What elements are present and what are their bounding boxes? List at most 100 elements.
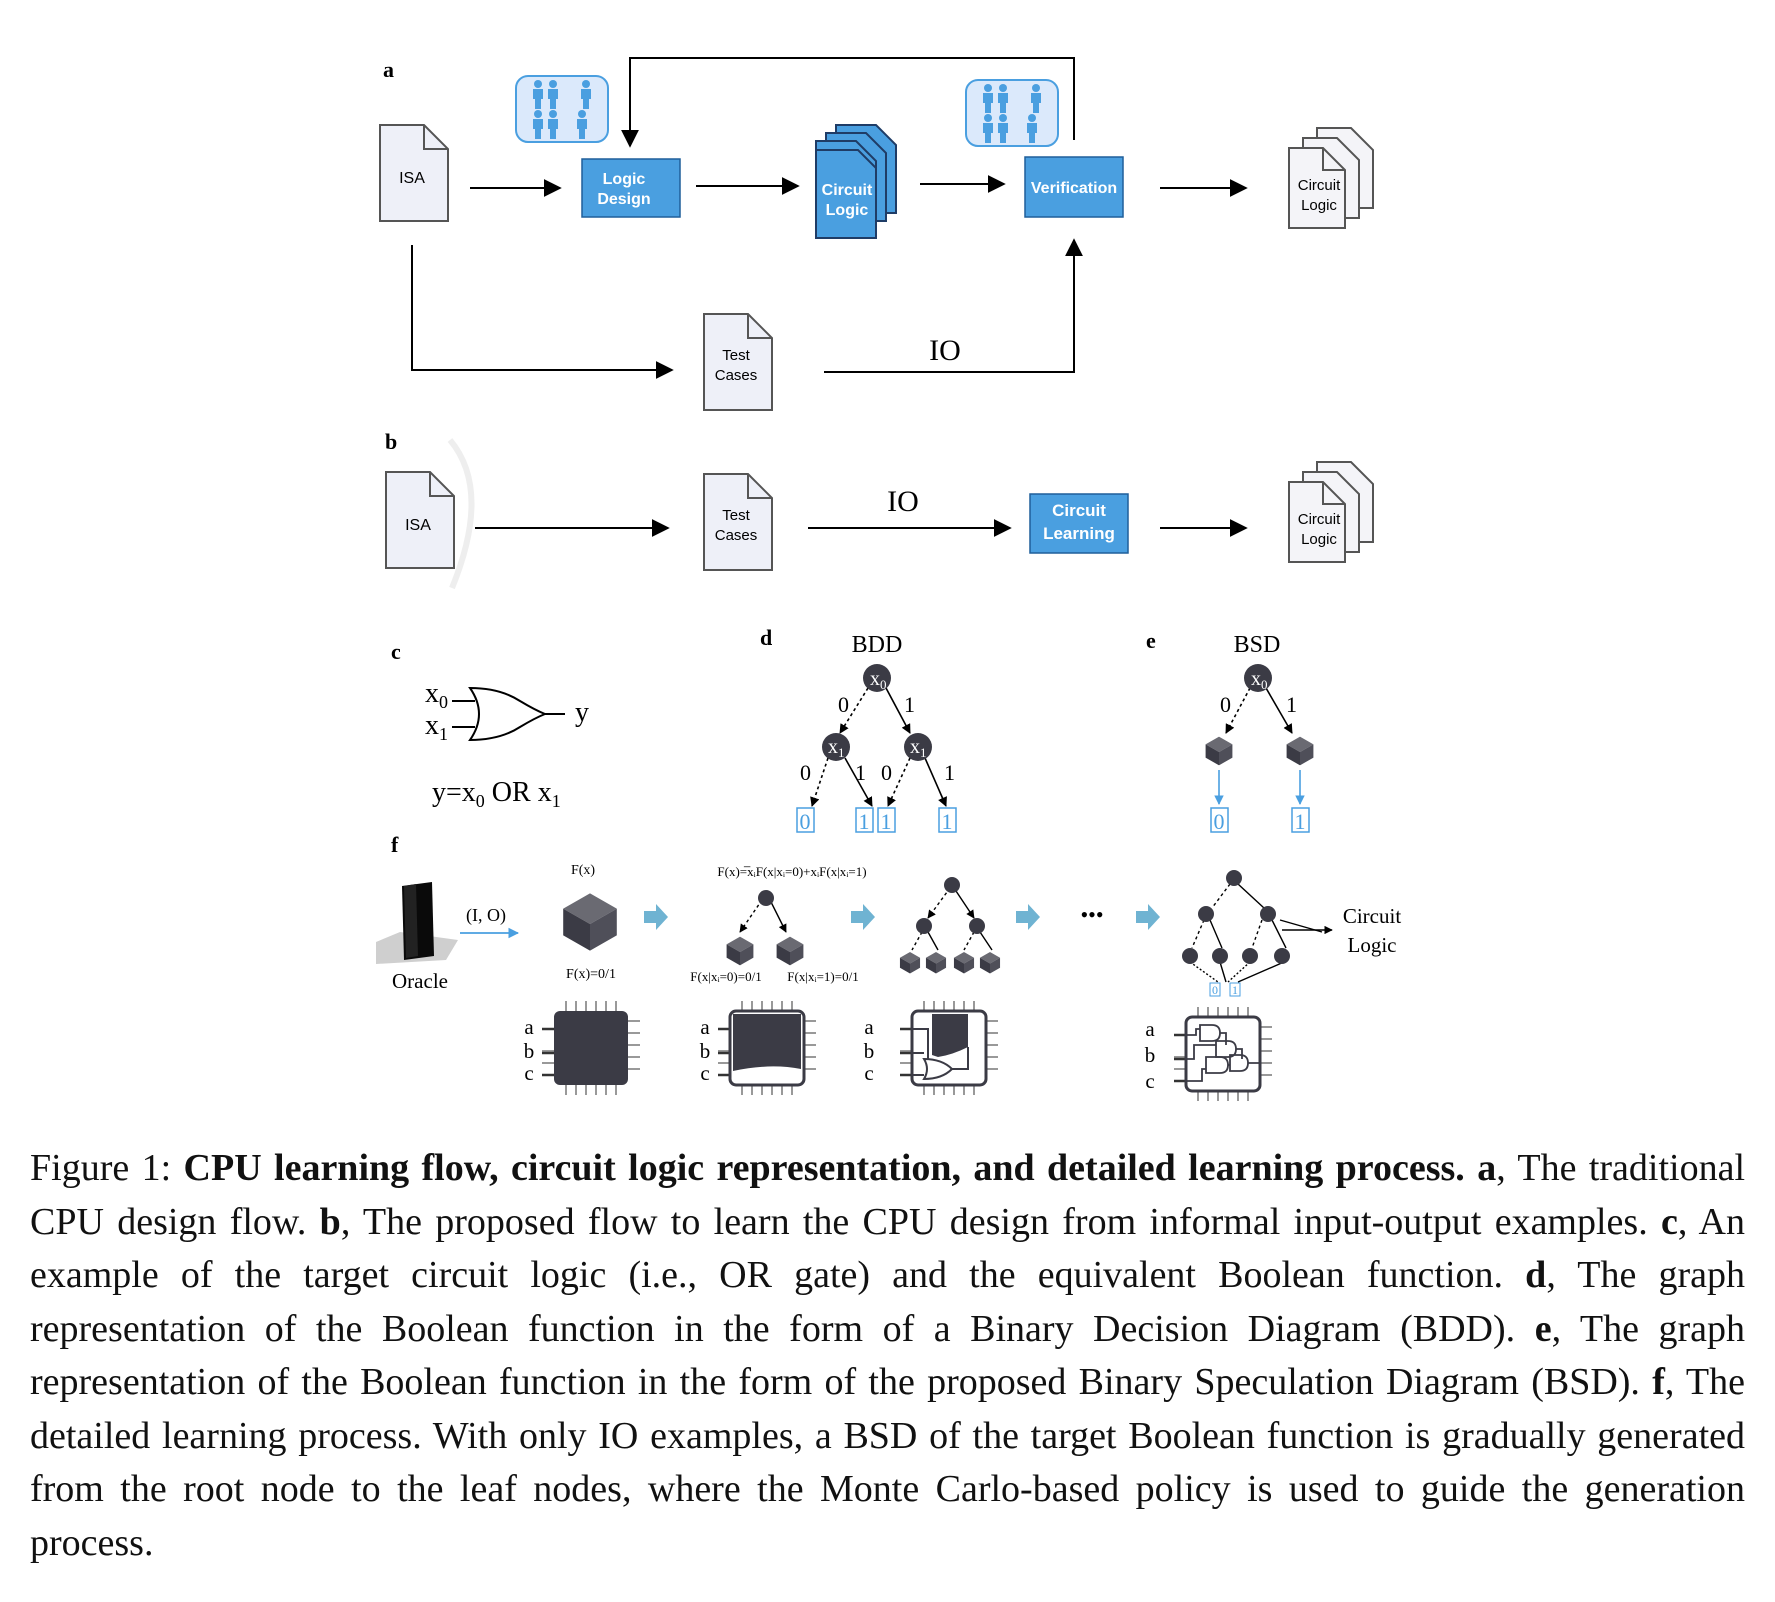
bdd-root-node: x0 — [863, 664, 891, 692]
progress-arrows — [644, 904, 1160, 930]
svg-text:0: 0 — [838, 692, 849, 717]
svg-text:0: 0 — [800, 809, 811, 834]
stage2-edges — [739, 899, 787, 933]
isa-doc-b: ISA — [385, 471, 455, 569]
panel-d-label: d — [760, 625, 772, 650]
bsd-edges — [1225, 687, 1293, 734]
panel-c: c x0 x1 y y=x0 OR x1 — [391, 639, 589, 811]
verification-box: Verification — [1024, 156, 1124, 218]
io-label-a: IO — [929, 334, 961, 367]
svg-text:1: 1 — [904, 692, 915, 717]
svg-text:0: 0 — [1212, 983, 1218, 997]
svg-text:0: 0 — [881, 760, 892, 785]
svg-text:a: a — [524, 1015, 534, 1039]
panel-a: a ISA Logic Design Circuit Logic Verific… — [379, 57, 1374, 411]
svg-text:Logic: Logic — [603, 171, 646, 188]
bsd-cube-left — [1204, 735, 1234, 767]
bdd-node-right: x1 — [904, 733, 932, 761]
svg-text:Cases: Cases — [715, 367, 758, 384]
bsd-leaves: 0 1 — [1210, 807, 1310, 834]
svg-text:F(x): F(x) — [571, 863, 595, 878]
panel-b: b ISA Test Cases IO Circuit Learning Cir… — [385, 429, 1374, 590]
chip-1 — [540, 999, 642, 1097]
bsd-edge-labels: 0 1 — [1220, 692, 1297, 717]
oracle-label: Oracle — [392, 969, 448, 993]
svg-text:0: 0 — [1214, 809, 1225, 834]
svg-text:F(x|xᵢ=0)=0/1: F(x|xᵢ=0)=0/1 — [690, 969, 761, 984]
panel-a-label: a — [383, 57, 394, 82]
logic-design-box: Logic Design — [581, 158, 681, 218]
svg-text:Circuit: Circuit — [822, 182, 873, 199]
stage1-cube — [560, 890, 620, 954]
svg-text:x1: x1 — [828, 736, 845, 760]
panel-e-label: e — [1146, 628, 1156, 653]
svg-text:Logic: Logic — [826, 202, 869, 219]
panel-e: e BSD x0 0 1 0 1 — [1146, 628, 1315, 834]
bsd-leaf-arrows — [1214, 770, 1305, 805]
people-icon-verify — [966, 80, 1058, 146]
svg-text:c: c — [524, 1061, 533, 1085]
test-cases-doc-b: Test Cases — [703, 473, 773, 571]
svg-text:ISA: ISA — [405, 517, 431, 534]
panel-d: d BDD x0 x1 x1 0 1 0 1 0 1 — [760, 625, 957, 834]
circuit-learning-box: Circuit Learning — [1029, 493, 1129, 554]
bdd-node-left: x1 — [822, 733, 850, 761]
panel-c-label: c — [391, 639, 401, 664]
test-cases-doc-a: Test Cases — [703, 313, 773, 411]
svg-text:0: 0 — [800, 760, 811, 785]
svg-text:0: 0 — [1220, 692, 1231, 717]
oracle-icon — [376, 882, 458, 964]
svg-text:x0: x0 — [1251, 668, 1268, 692]
circuit-logic-output-f: Circuit — [1343, 904, 1401, 928]
ellipsis: ••• — [1080, 902, 1103, 927]
svg-text:x0: x0 — [870, 668, 887, 692]
bsd-root-node: x0 — [1244, 664, 1272, 692]
io-label-b: IO — [887, 485, 919, 518]
svg-text:b: b — [700, 1039, 711, 1063]
svg-text:Circuit: Circuit — [1052, 501, 1106, 520]
caption-title: CPU learning flow, circuit logic represe… — [183, 1147, 1465, 1189]
svg-text:ISA: ISA — [399, 170, 425, 187]
svg-text:(I, O): (I, O) — [466, 905, 506, 926]
svg-text:F(x|xᵢ=1)=0/1: F(x|xᵢ=1)=0/1 — [787, 969, 858, 984]
stage-final-tree: 0 1 — [1182, 870, 1333, 997]
svg-text:Circuit: Circuit — [1298, 177, 1341, 194]
svg-text:Test: Test — [722, 507, 750, 524]
bdd-edges — [810, 687, 947, 807]
chip-pin-labels: a b c a b c a b c a b c — [524, 1015, 1156, 1093]
svg-text:b: b — [864, 1039, 875, 1063]
svg-text:a: a — [1145, 1017, 1155, 1041]
svg-text:Logic: Logic — [1348, 933, 1397, 957]
svg-text:Logic: Logic — [1301, 531, 1337, 548]
svg-text:1: 1 — [859, 809, 870, 834]
circuit-logic-output-a: Circuit Logic — [1288, 127, 1374, 229]
svg-text:Learning: Learning — [1043, 524, 1115, 543]
svg-text:c: c — [864, 1061, 873, 1085]
svg-text:1: 1 — [1286, 692, 1297, 717]
panel-f: f Oracle (I, O) F(x) F(x)=0/1 F(x)=̅xᵢF(… — [376, 832, 1401, 1103]
isa-doc-a: ISA — [379, 124, 449, 222]
chip-4 — [1172, 1005, 1274, 1103]
stage2-node — [758, 890, 774, 906]
svg-text:Verification: Verification — [1031, 180, 1117, 197]
svg-text:F(x)=̅xᵢF(x|xᵢ=0)+xᵢF(x|xᵢ=1): F(x)=̅xᵢF(x|xᵢ=0)+xᵢF(x|xᵢ=1) — [717, 864, 866, 879]
stage3-tree — [899, 877, 1001, 975]
chip-3 — [898, 999, 1000, 1097]
circuit-logic-stack-blue: Circuit Logic — [815, 124, 897, 239]
bsd-cube-right — [1285, 735, 1315, 767]
svg-text:b: b — [1145, 1043, 1156, 1067]
or-gate-icon — [452, 686, 565, 742]
circuit-logic-output-b: Circuit Logic — [1288, 461, 1374, 563]
svg-text:Test: Test — [722, 347, 750, 364]
svg-text:Design: Design — [597, 191, 650, 208]
svg-text:Logic: Logic — [1301, 197, 1337, 214]
svg-text:Cases: Cases — [715, 527, 758, 544]
people-icon-logic — [516, 76, 608, 142]
svg-text:x1: x1 — [910, 736, 927, 760]
svg-text:a: a — [700, 1015, 710, 1039]
svg-text:x1: x1 — [425, 710, 448, 744]
bdd-title: BDD — [852, 632, 903, 658]
svg-text:1: 1 — [1295, 809, 1306, 834]
bdd-leaves: 0 1 1 1 — [796, 807, 957, 834]
or-equation: y=x0 OR x1 — [432, 777, 561, 811]
